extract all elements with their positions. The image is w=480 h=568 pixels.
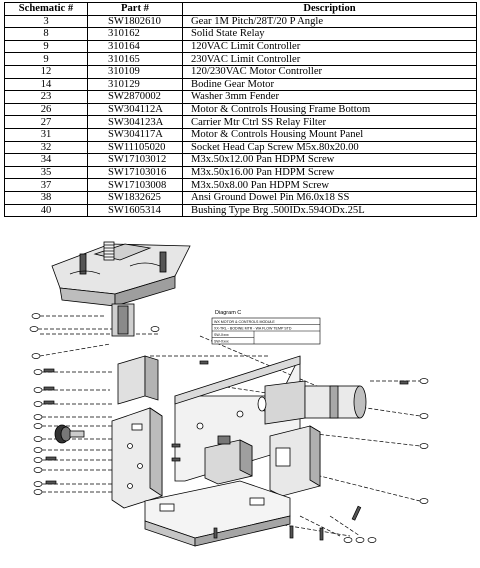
part-number-cell: SW17103008 bbox=[87, 178, 183, 192]
description-cell: Solid State Relay bbox=[182, 27, 477, 41]
schematic-number-cell: 37 bbox=[4, 178, 88, 192]
schematic-number-cell: 27 bbox=[4, 115, 88, 129]
description-cell: 230VAC Limit Controller bbox=[182, 52, 477, 66]
diagram-label-box: Diagram C WX MOTOR & CONTROLS MODULE XX-… bbox=[211, 310, 321, 345]
description-cell: Carrier Mtr Ctrl SS Relay Filter bbox=[182, 115, 477, 129]
schematic-number-cell: 32 bbox=[4, 140, 88, 155]
diagram-box-line: WX MOTOR & CONTROLS MODULE bbox=[214, 320, 275, 324]
part-number-cell: SW304112A bbox=[87, 102, 183, 117]
part-number-cell: 310162 bbox=[87, 27, 183, 41]
schematic-number-cell: 12 bbox=[4, 64, 88, 79]
schematic-number-cell: 34 bbox=[4, 153, 88, 167]
relay-bracket bbox=[117, 355, 159, 405]
schematic-number-cell: 26 bbox=[4, 102, 88, 117]
schematic-number-cell: 8 bbox=[4, 27, 88, 41]
screws bbox=[43, 360, 409, 541]
description-cell: Bushing Type Brg .500IDx.594ODx.25L bbox=[182, 203, 477, 218]
part-number-cell: SW17103016 bbox=[87, 165, 183, 180]
controller-module bbox=[269, 425, 321, 497]
side-plate bbox=[111, 407, 163, 509]
schematic-number-cell: 9 bbox=[4, 39, 88, 54]
header-description: Description bbox=[182, 2, 477, 16]
description-cell: M3x.50x8.00 Pan HDPM Screw bbox=[182, 178, 477, 192]
part-number-cell: SW1605314 bbox=[87, 203, 183, 218]
header-schematic: Schematic # bbox=[4, 2, 88, 16]
description-cell: 120VAC Limit Controller bbox=[182, 39, 477, 54]
solid-state-relay bbox=[204, 435, 253, 485]
schematic-number-cell: 3 bbox=[4, 14, 88, 29]
exploded-assembly-diagram: Diagram C WX MOTOR & CONTROLS MODULE XX-… bbox=[29, 241, 429, 547]
diagram-box-line: XX-TRL - BODINE MTR - WA FLOW TEMP STD bbox=[214, 327, 292, 331]
description-cell: M3x.50x16.00 Pan HDPM Screw bbox=[182, 165, 477, 180]
part-number-cell: SW2870002 bbox=[87, 90, 183, 104]
part-number-cell: SW1802610 bbox=[87, 14, 183, 29]
part-number-cell: 310165 bbox=[87, 52, 183, 66]
carriage-assembly bbox=[51, 241, 191, 337]
schematic-number-cell: 14 bbox=[4, 77, 88, 92]
schematic-number-cell: 40 bbox=[4, 203, 88, 218]
schematic-number-cell: 23 bbox=[4, 90, 88, 104]
part-number-cell: SW1832625 bbox=[87, 190, 183, 205]
gear bbox=[54, 424, 85, 444]
schematic-number-cell: 31 bbox=[4, 127, 88, 142]
description-cell: Washer 3mm Fender bbox=[182, 90, 477, 104]
schematic-number-cell: 9 bbox=[4, 52, 88, 66]
description-cell: Motor & Controls Housing Mount Panel bbox=[182, 127, 477, 142]
housing-frame-bottom bbox=[144, 480, 291, 547]
schematic-number-cell: 38 bbox=[4, 190, 88, 205]
part-number-cell: SW304123A bbox=[87, 115, 183, 129]
part-number-cell: SW304117A bbox=[87, 127, 183, 142]
description-cell: Motor & Controls Housing Frame Bottom bbox=[182, 102, 477, 117]
diagram-title: Diagram C bbox=[215, 310, 241, 316]
callout-balloons bbox=[29, 313, 429, 543]
schematic-number-cell: 35 bbox=[4, 165, 88, 180]
part-number-cell: 310129 bbox=[87, 77, 183, 92]
description-cell: Ansi Ground Dowel Pin M6.0x18 SS bbox=[182, 190, 477, 205]
gear-motor bbox=[257, 380, 367, 425]
description-cell: Gear 1M Pitch/28T/20 P Angle bbox=[182, 14, 477, 29]
description-cell: M3x.50x12.00 Pan HDPM Screw bbox=[182, 153, 477, 167]
header-part: Part # bbox=[87, 2, 183, 16]
table-header-row: Schematic # Part # Description bbox=[4, 2, 477, 16]
part-number-cell: SW11105020 bbox=[87, 140, 183, 155]
part-number-cell: SW17103012 bbox=[87, 153, 183, 167]
description-cell: Socket Head Cap Screw M5x.80x20.00 bbox=[182, 140, 477, 155]
part-number-cell: 310164 bbox=[87, 39, 183, 54]
description-cell: 120/230VAC Motor Controller bbox=[182, 64, 477, 79]
diagram-box-line: SW-Xxxx bbox=[214, 333, 229, 337]
description-cell: Bodine Gear Motor bbox=[182, 77, 477, 92]
part-number-cell: 310109 bbox=[87, 64, 183, 79]
diagram-box-line: SW-Xxxx bbox=[214, 340, 229, 344]
